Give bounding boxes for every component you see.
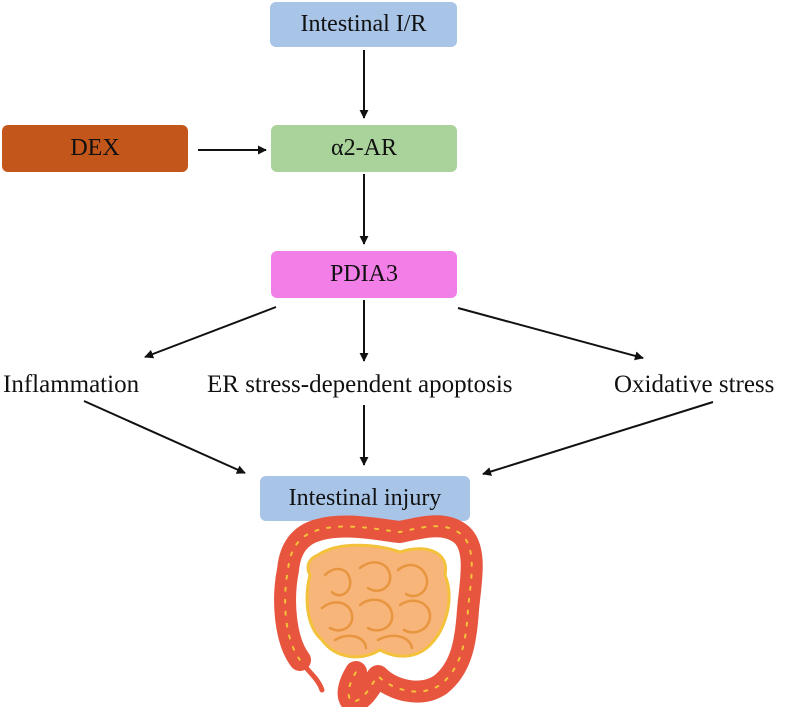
- appendix: [299, 659, 325, 693]
- node-pdia3: PDIA3: [271, 251, 457, 298]
- small-intestine-loops: [320, 561, 432, 650]
- node-intestinal-injury: Intestinal injury: [260, 476, 470, 521]
- arrow-pdia3-to-oxidative: [457, 307, 644, 361]
- label-inflammation: Inflammation: [3, 371, 140, 398]
- node-alpha2-ar: α2-AR: [271, 125, 457, 172]
- node-dex: DEX: [2, 125, 188, 172]
- arrow-inflammation-to-injury: [83, 400, 246, 474]
- label-er-stress-apoptosis: ER stress-dependent apoptosis: [207, 371, 513, 398]
- arrow-pdia3-to-inflammation: [144, 306, 277, 359]
- colon: [274, 515, 483, 707]
- arrow-oxidative-to-injury: [482, 401, 714, 476]
- label-oxidative-stress: Oxidative stress: [614, 371, 775, 398]
- node-intestinal-ir: Intestinal I/R: [270, 2, 457, 47]
